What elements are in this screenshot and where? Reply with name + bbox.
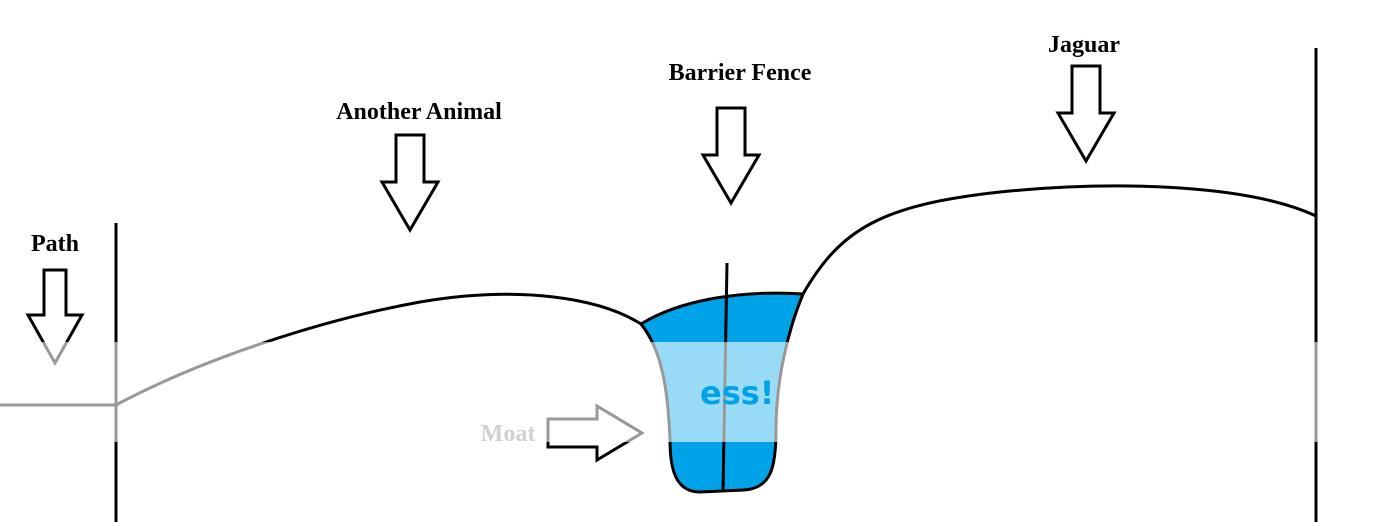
path-label: Path <box>31 231 79 257</box>
jaguar-label: Jaguar <box>1048 32 1120 58</box>
barrier-fence-label: Barrier Fence <box>669 60 812 86</box>
path-down-arrow <box>25 268 85 367</box>
watermark-overlay <box>0 342 1400 442</box>
watermark-text: ess! <box>700 374 774 412</box>
another-animal-down-arrow <box>379 133 441 233</box>
jaguar-down-arrow <box>1055 64 1117 164</box>
ground-right <box>801 184 1317 295</box>
another-animal-label: Another Animal <box>336 99 502 125</box>
barrier-fence-down-arrow <box>700 106 762 206</box>
